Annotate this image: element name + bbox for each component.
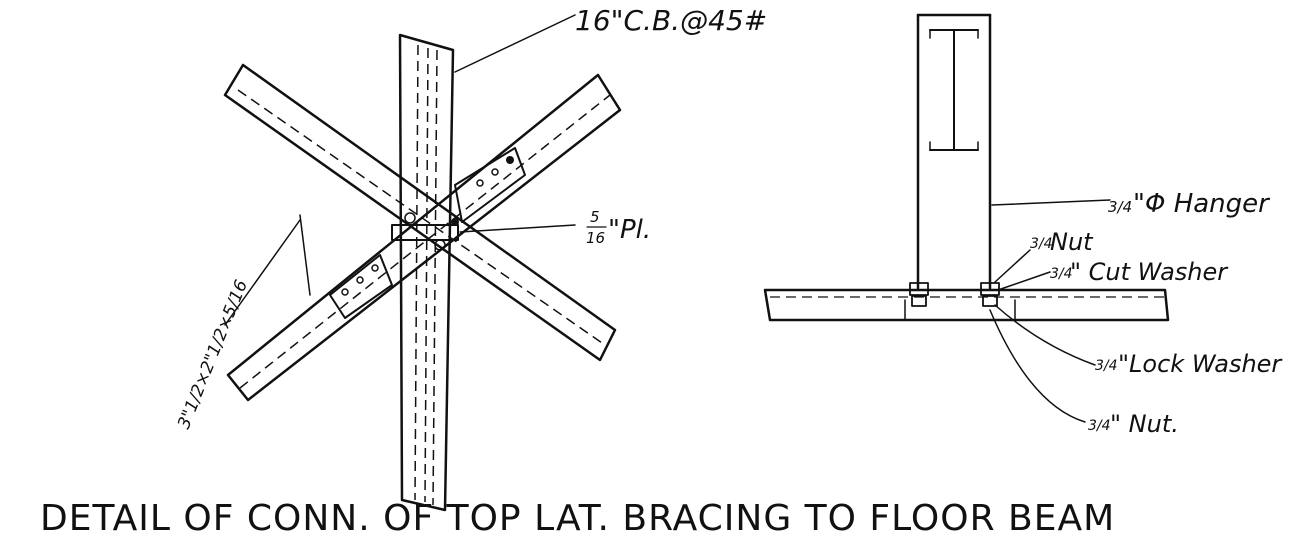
hanger-elevation-view (763, 13, 1170, 423)
leader-channel (454, 14, 576, 73)
lock-washer-frac: 3/4 (1095, 358, 1118, 374)
nut-assembly-left (909, 282, 929, 307)
leader-nut-bottom (989, 309, 1086, 423)
bracing-plan-view (223, 14, 622, 512)
leader-hanger (991, 199, 1111, 206)
leader-plate (459, 224, 576, 233)
leader-cut-washer (997, 271, 1051, 291)
beam-section (929, 29, 979, 151)
leader-lock-washer (994, 304, 1096, 366)
leader-angle (224, 219, 301, 326)
angle-label: 3"1/2×2"1/2×5/16 (174, 277, 252, 432)
leader-nut-top (994, 249, 1031, 283)
nut-bottom-label: " Nut. (1110, 410, 1179, 438)
floor-beam (763, 288, 1170, 322)
lock-washer-label: "Lock Washer (1118, 350, 1283, 378)
plate-frac-den: 16 (586, 229, 605, 247)
plate-frac-num: 5 (590, 208, 600, 226)
nut-top-frac: 3/4 (1030, 236, 1053, 252)
brace-member-b (226, 73, 622, 402)
brace-member-a (223, 63, 617, 362)
gusset-plate-upper (454, 147, 526, 223)
channel-beam (398, 33, 455, 512)
plate-label: "Pl. (608, 215, 651, 245)
cut-washer-frac: 3/4 (1050, 266, 1073, 282)
hanger-frac: 3/4 (1108, 198, 1132, 216)
channel-beam-label: 16"C.B.@45# (575, 4, 767, 37)
center-plate (391, 212, 459, 251)
cut-washer-label: " Cut Washer (1070, 258, 1229, 286)
angle-marker (299, 214, 311, 296)
gusset-plate-lower (329, 254, 393, 319)
nut-top-label: Nut (1050, 228, 1094, 256)
nut-bottom-frac: 3/4 (1088, 418, 1111, 434)
hanger-label: "Φ Hanger (1133, 189, 1271, 219)
drawing-title: DETAIL OF CONN. OF TOP LAT. BRACING TO F… (40, 498, 1115, 539)
